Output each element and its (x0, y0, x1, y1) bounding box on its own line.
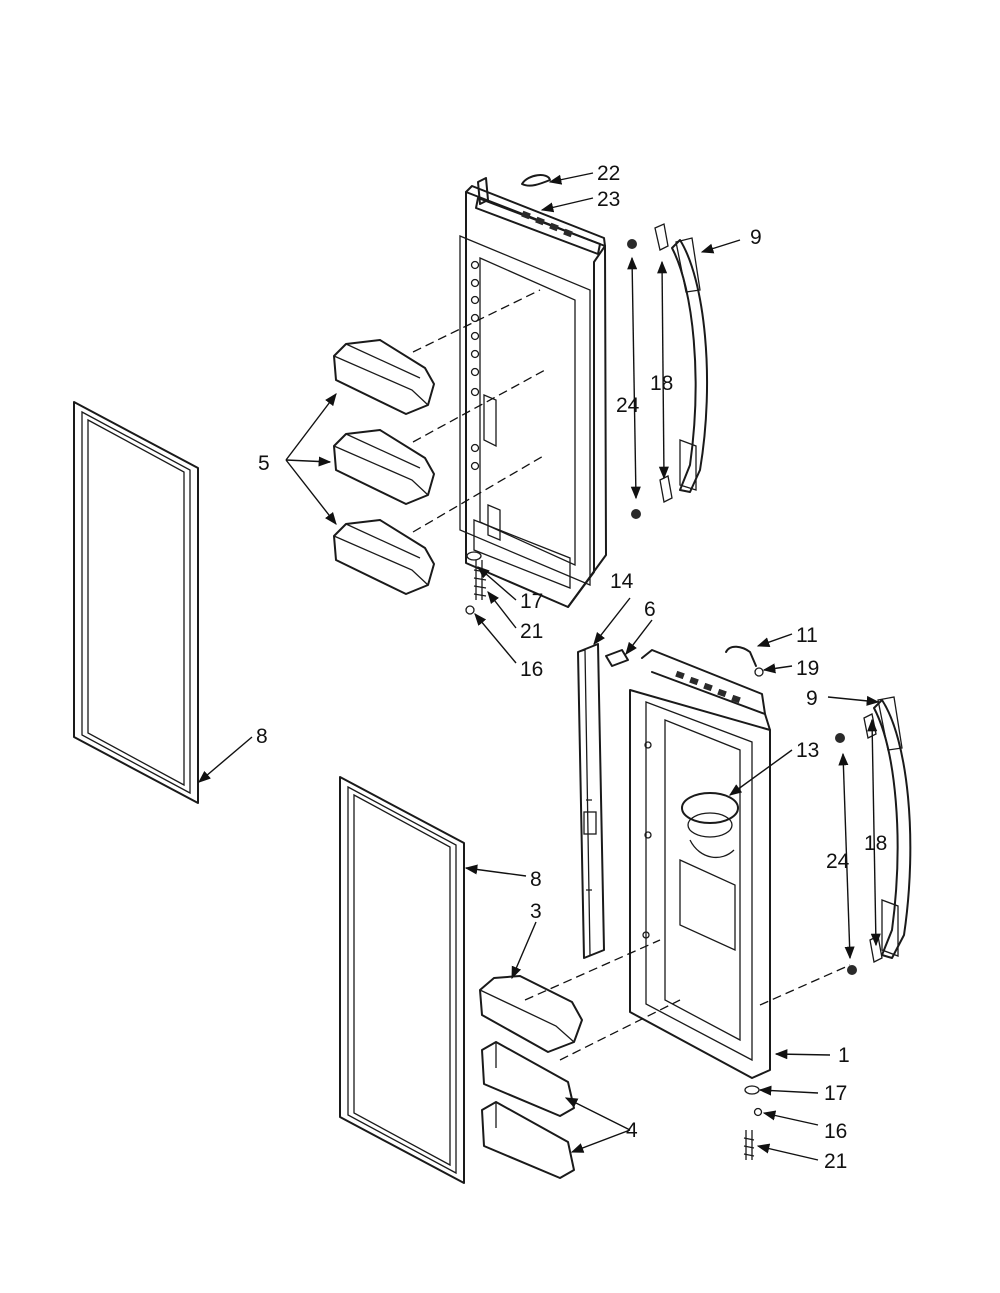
wire-harness (725, 645, 757, 667)
door-bin-4-upper (481, 1041, 575, 1117)
hinge-cover-cap (521, 174, 551, 187)
callout-4: 4 (626, 1119, 638, 1142)
door-handle-upper (627, 223, 709, 519)
callout-24: 24 (826, 850, 850, 873)
callout-13: 13 (796, 739, 819, 762)
callout-9: 9 (750, 226, 762, 249)
callout-9: 9 (806, 687, 818, 710)
callout-labels: 22 23 9 18 24 5 17 21 16 14 6 11 19 9 13… (256, 162, 887, 1173)
callout-18: 18 (650, 372, 673, 395)
hinge-screw (754, 667, 764, 677)
callout-24: 24 (616, 394, 640, 417)
callout-8: 8 (256, 725, 268, 748)
callout-21: 21 (520, 620, 543, 643)
door-bin-middle (333, 429, 435, 505)
callout-14: 14 (610, 570, 634, 593)
door-bin-3 (479, 975, 583, 1053)
door-gasket-right (339, 776, 465, 1184)
leader-lines (198, 172, 881, 1161)
door-bin-lower (333, 519, 435, 595)
callout-18: 18 (864, 832, 887, 855)
lower-door-liner (629, 649, 771, 1079)
callout-16: 16 (824, 1120, 847, 1143)
callout-21: 21 (824, 1150, 847, 1173)
upper-door-liner (459, 177, 607, 608)
hinge-bar (577, 643, 605, 959)
callout-17: 17 (824, 1082, 847, 1105)
door-gasket-left (73, 401, 199, 804)
callout-22: 22 (597, 162, 620, 185)
callout-16: 16 (520, 658, 543, 681)
hinge-hardware-upper (465, 551, 487, 615)
callout-17: 17 (520, 590, 543, 613)
callout-8: 8 (530, 868, 542, 891)
callout-23: 23 (597, 188, 620, 211)
callout-19: 19 (796, 657, 819, 680)
door-bin-4-lower (481, 1101, 575, 1179)
callout-5: 5 (258, 452, 270, 475)
hinge-hardware-lower (743, 1085, 763, 1160)
callout-11: 11 (796, 624, 818, 647)
callout-3: 3 (530, 900, 542, 923)
hinge-bracket (605, 649, 629, 667)
door-bin-upper (333, 339, 435, 415)
callout-6: 6 (644, 598, 656, 621)
callout-1: 1 (838, 1044, 850, 1067)
